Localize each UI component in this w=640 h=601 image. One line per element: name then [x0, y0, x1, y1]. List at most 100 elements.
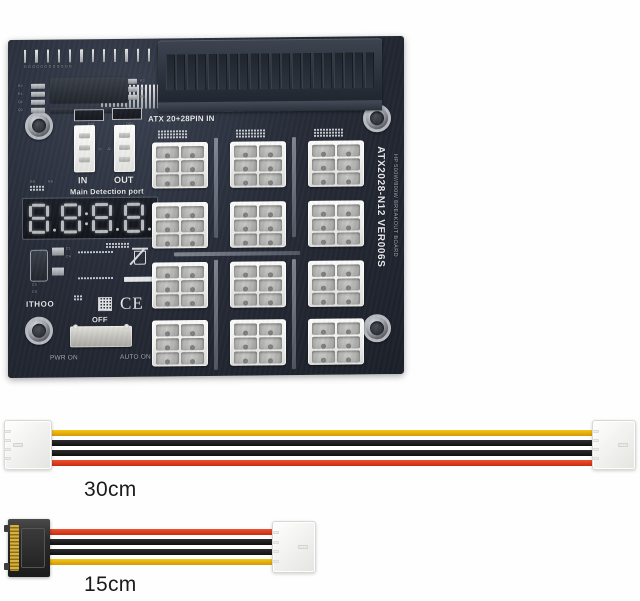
- sata-plug-body: [21, 528, 45, 568]
- label-out: OUT: [114, 174, 134, 185]
- sata-gold-pins: [10, 525, 19, 571]
- silk-r2: R2: [18, 83, 23, 88]
- wire-red-30cm: [30, 460, 605, 466]
- mounting-hole-bottom-left: [25, 316, 53, 345]
- bus-bar-left-upper: [214, 137, 218, 238]
- plug-tabs-left-30cm: [4, 427, 11, 463]
- smd-c1: [52, 247, 64, 256]
- seg-dot-1: [53, 228, 57, 232]
- diode-d02: [112, 107, 142, 120]
- power-mode-switch[interactable]: [70, 323, 132, 348]
- board-subtitle-text: HP 500W/800W BREAKOUT BOARD: [392, 153, 398, 257]
- length-label-15cm: 15cm: [84, 573, 137, 596]
- label-in: IN: [78, 175, 88, 186]
- pcie-connector-3: [308, 140, 364, 187]
- smd-c4: [52, 267, 64, 276]
- cable-15cm: [0, 515, 640, 581]
- bus-bar-right-lower: [292, 259, 296, 370]
- pad-array-top: [106, 242, 129, 249]
- ce-mark: CE: [120, 293, 144, 313]
- silk-q2: Q2: [18, 107, 24, 112]
- board-model-text: ATX2028-N12 VER006S: [375, 146, 386, 268]
- top-header-silk: G G G G G G G G G G G G: [24, 64, 72, 69]
- label-pwr-on: PWR ON: [50, 354, 78, 362]
- silk-c4: C4: [66, 254, 71, 259]
- silk-c1: C1: [66, 246, 71, 251]
- cable-30cm: [0, 412, 640, 482]
- smd-resistor-r2: [31, 83, 45, 89]
- silk-c5: C5: [32, 282, 37, 287]
- length-label-30cm: 30cm: [84, 478, 137, 501]
- mounting-hole-bottom-right: [363, 314, 391, 343]
- pcie-connector-7: [152, 261, 208, 309]
- pcie-connector-8: [230, 261, 286, 308]
- wire-red-15cm: [44, 529, 279, 535]
- seg-dot-3: [147, 227, 151, 231]
- smd-transistor-q1: [31, 99, 45, 105]
- wire-black-2-30cm: [30, 450, 605, 456]
- pcie-connector-9: [308, 260, 364, 307]
- capacitor-footprint: [30, 249, 48, 282]
- silk-q1: Q1: [18, 99, 24, 104]
- silk-j1: J1: [98, 147, 103, 152]
- weee-icon: [134, 250, 146, 265]
- breakout-board-pcb: G G G G G G G G G G G G R2 R1 Q1 Q2 R3 R…: [8, 35, 404, 379]
- bus-bar-right-upper: [292, 137, 296, 238]
- detection-port-in-connector: [74, 125, 95, 173]
- pcie-connector-6: [308, 200, 364, 247]
- pcie-connector-10: [152, 319, 208, 367]
- plug-right-30cm: [592, 420, 636, 470]
- silk-j2: J2: [107, 146, 112, 152]
- sata-ear-top: [4, 525, 9, 532]
- wire-black-1-30cm: [30, 440, 605, 446]
- pcie-connector-12: [308, 318, 364, 365]
- solder-pad-grid-3: [314, 128, 343, 137]
- brand-logo-ithoo: ITHOO: [26, 299, 55, 309]
- wire-yellow-30cm: [30, 430, 605, 436]
- seg-digit-3: [92, 203, 113, 234]
- solder-pad-grid-2: [236, 129, 265, 138]
- pcie-connector-11: [230, 319, 286, 366]
- seg-colon: [84, 211, 88, 225]
- plug-notch-right-30cm: [618, 443, 628, 447]
- smd-resistor-r1: [31, 91, 45, 97]
- pad-array-upper: [78, 250, 113, 254]
- diode-d01: [74, 109, 104, 122]
- silk-r3: R3: [140, 78, 145, 83]
- pad-array-lower: [78, 276, 113, 280]
- label-main-detection-port: Main Detection port: [70, 186, 144, 197]
- smd-transistor-q2: [31, 107, 45, 113]
- atx-connector-slots: [166, 52, 374, 91]
- plug-notch-left-30cm: [13, 443, 23, 447]
- silk-c6: C6: [32, 289, 37, 294]
- mounting-hole-top-left: [25, 111, 53, 140]
- seg-dot-2: [116, 227, 120, 231]
- label-atx-input: ATX 20+28PIN IN: [148, 113, 215, 124]
- top-header-pins: [24, 48, 150, 63]
- seven-segment-display: [22, 196, 158, 240]
- plug-left-30cm: [4, 420, 52, 470]
- silk-r9: R9: [30, 179, 35, 184]
- seg-digit-4: [123, 202, 144, 233]
- wire-black-2-15cm: [44, 549, 279, 555]
- silk-r8: R8: [48, 179, 53, 184]
- seg-digit-2: [60, 203, 81, 234]
- pcie-connector-1: [152, 141, 208, 189]
- silk-r1: R1: [18, 91, 23, 96]
- detection-port-pads: [30, 185, 44, 191]
- plug-notch-right-15cm: [298, 545, 308, 549]
- sata-ear-bottom: [4, 563, 9, 570]
- label-switch-off: OFF: [92, 315, 108, 325]
- bus-bar-horizontal: [174, 251, 300, 257]
- atx-input-connector: [158, 38, 382, 113]
- silk-r4: R4: [140, 86, 145, 91]
- ic-chip: [50, 76, 128, 104]
- bus-bar-left-lower: [214, 259, 218, 370]
- detection-port-out-connector: [114, 124, 135, 172]
- label-auto-on: AUTO ON: [120, 353, 151, 361]
- pcie-connector-2: [230, 141, 286, 188]
- solder-pad-grid-1: [158, 130, 187, 139]
- plug-right-15cm: [272, 521, 316, 573]
- seg-digit-1: [29, 203, 50, 234]
